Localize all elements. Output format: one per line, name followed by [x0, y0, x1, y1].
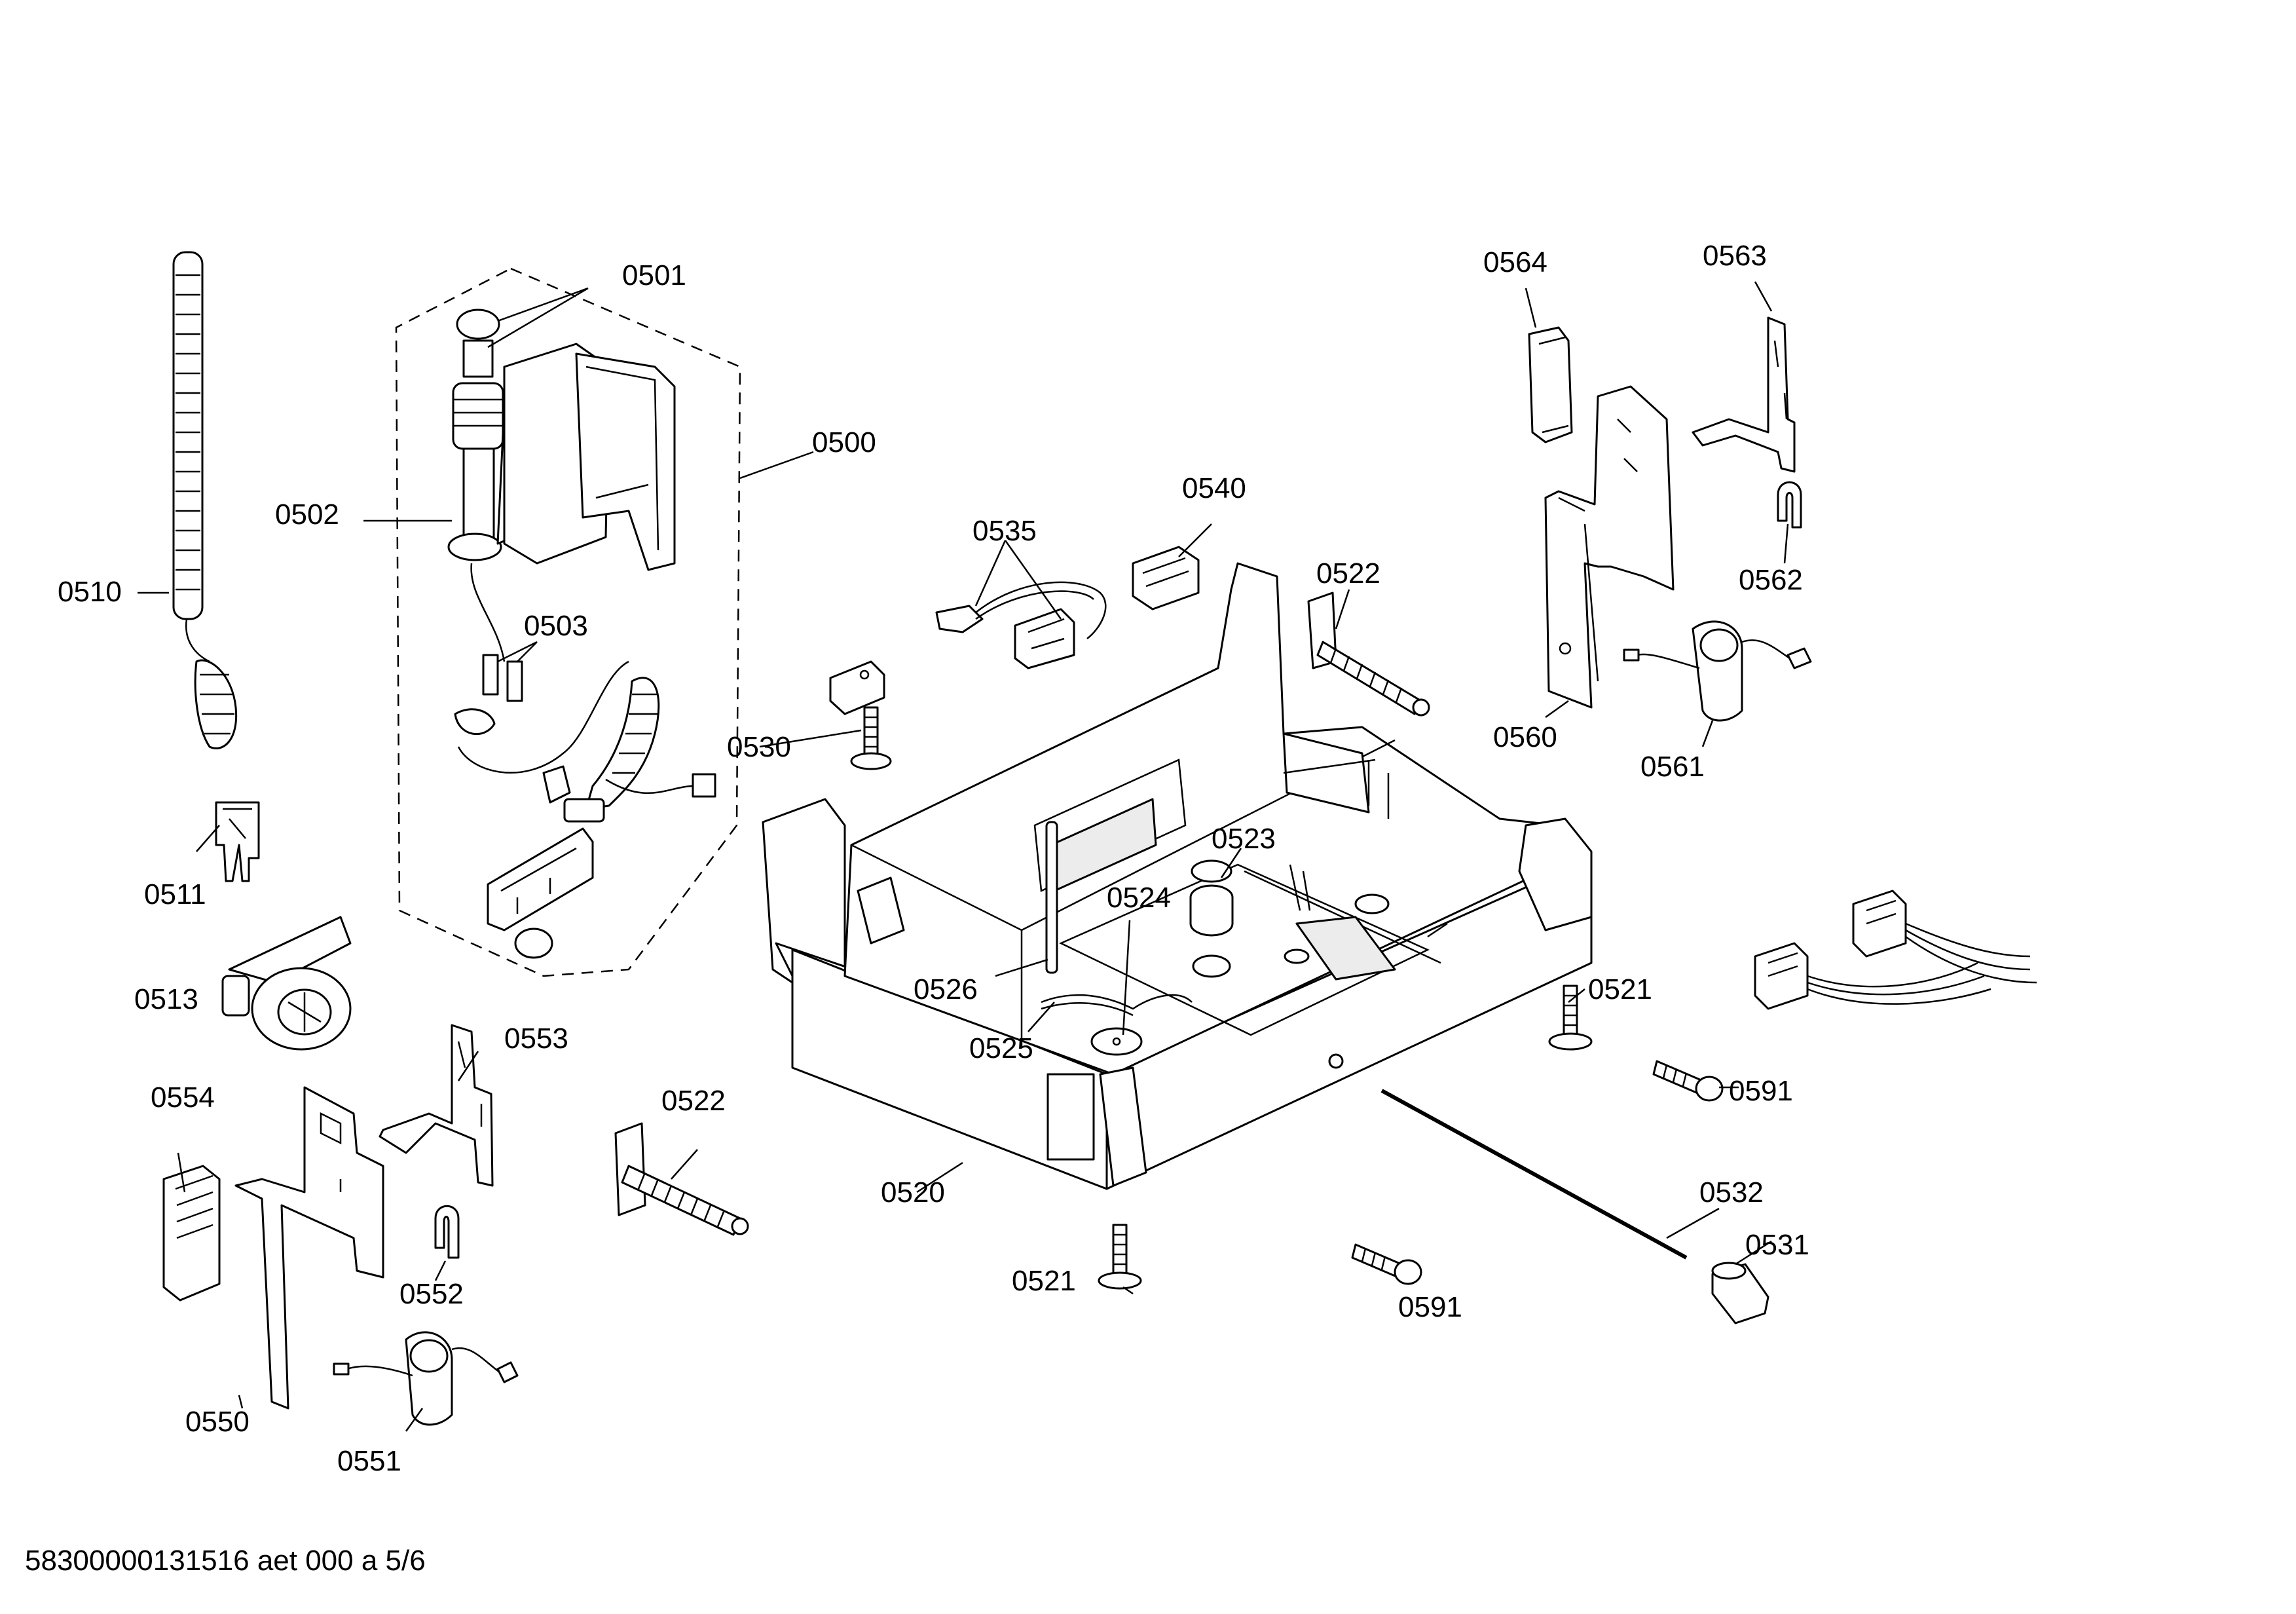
label-0521-right: 0521: [1588, 973, 1652, 1005]
tray-fittings: [1192, 864, 1448, 981]
sensor-0551: [333, 1331, 519, 1426]
label-0513: 0513: [134, 983, 198, 1015]
bracket-0560: [1544, 385, 1675, 709]
document-footer-code: 58300000131516 aet 000 a 5/6: [25, 1545, 426, 1577]
spring-0522-top: [1307, 591, 1430, 717]
label-0520: 0520: [881, 1176, 945, 1209]
label-0526: 0526: [914, 973, 978, 1005]
label-0591-right: 0591: [1729, 1075, 1793, 1107]
label-0553: 0553: [504, 1023, 568, 1055]
bracket-0550: [234, 1086, 384, 1410]
label-0531: 0531: [1745, 1229, 1809, 1261]
valve-hose: [542, 677, 716, 823]
float-cup-0523: [1189, 859, 1234, 937]
pump-0513: [221, 916, 352, 1051]
rod-0526: [1045, 821, 1058, 974]
switch-0530: [829, 660, 885, 715]
label-0501: 0501: [622, 259, 686, 291]
label-0532: 0532: [1699, 1176, 1764, 1209]
clip-0564: [1528, 326, 1573, 443]
label-0500: 0500: [812, 426, 876, 459]
label-0523: 0523: [1212, 823, 1276, 855]
label-0524: 0524: [1107, 882, 1171, 914]
wiring-connectors: [1754, 890, 2037, 1010]
label-0522-bottom: 0522: [661, 1085, 726, 1117]
label-0511: 0511: [144, 878, 206, 910]
knob-0531: [1711, 1262, 1769, 1324]
label-0525: 0525: [969, 1032, 1033, 1064]
label-0564: 0564: [1483, 246, 1547, 278]
label-0561: 0561: [1640, 751, 1705, 783]
label-0530: 0530: [727, 731, 791, 763]
screw-0530: [850, 706, 892, 770]
label-0562: 0562: [1739, 564, 1803, 596]
part-labels: 0501 0500 0502 0503 0510 0511 0513 0520 …: [58, 240, 1809, 1477]
label-0552: 0552: [399, 1278, 464, 1310]
sensor-0561: [1623, 620, 1812, 722]
wire-0525: [1041, 994, 1193, 1017]
rod-0532: [1380, 1089, 1688, 1260]
foot-0521-bottom: [1098, 1224, 1142, 1290]
label-0540: 0540: [1182, 472, 1246, 504]
label-0550: 0550: [185, 1406, 250, 1438]
label-0563: 0563: [1703, 240, 1767, 272]
leader-lines: [138, 281, 1789, 1432]
disc-0524: [1090, 1027, 1143, 1056]
label-0510: 0510: [58, 576, 122, 608]
clip-0554: [162, 1165, 221, 1302]
corrugated-hose-0510: [172, 251, 238, 749]
bracket-0553: [379, 1024, 494, 1187]
label-0560: 0560: [1493, 721, 1557, 753]
label-0521-bottom: 0521: [1012, 1265, 1076, 1297]
valve-bracket: [487, 827, 594, 959]
label-0591-bottom: 0591: [1398, 1291, 1462, 1323]
label-0502: 0502: [275, 498, 339, 531]
bracket-0563: [1692, 316, 1796, 473]
connector-0540: [1132, 546, 1200, 610]
label-0503: 0503: [524, 610, 588, 642]
assembly-group-0500: [395, 267, 741, 977]
label-0554: 0554: [151, 1081, 215, 1114]
base-frame-0520: [762, 562, 1593, 1190]
clip-0562: [1777, 481, 1802, 529]
spring-0522-bottom: [614, 1122, 749, 1236]
clip-0511: [215, 801, 260, 882]
bolt-0591-right: [1652, 1060, 1724, 1102]
bolt-0591-bottom: [1351, 1243, 1422, 1285]
label-0535: 0535: [972, 515, 1037, 547]
foot-0521-right: [1548, 985, 1593, 1051]
valve-assembly-0502: [447, 309, 676, 774]
label-0522-top: 0522: [1316, 557, 1380, 590]
clip-0552: [434, 1205, 460, 1259]
cable-harness-0535: [935, 581, 1107, 669]
label-0551: 0551: [337, 1445, 401, 1477]
